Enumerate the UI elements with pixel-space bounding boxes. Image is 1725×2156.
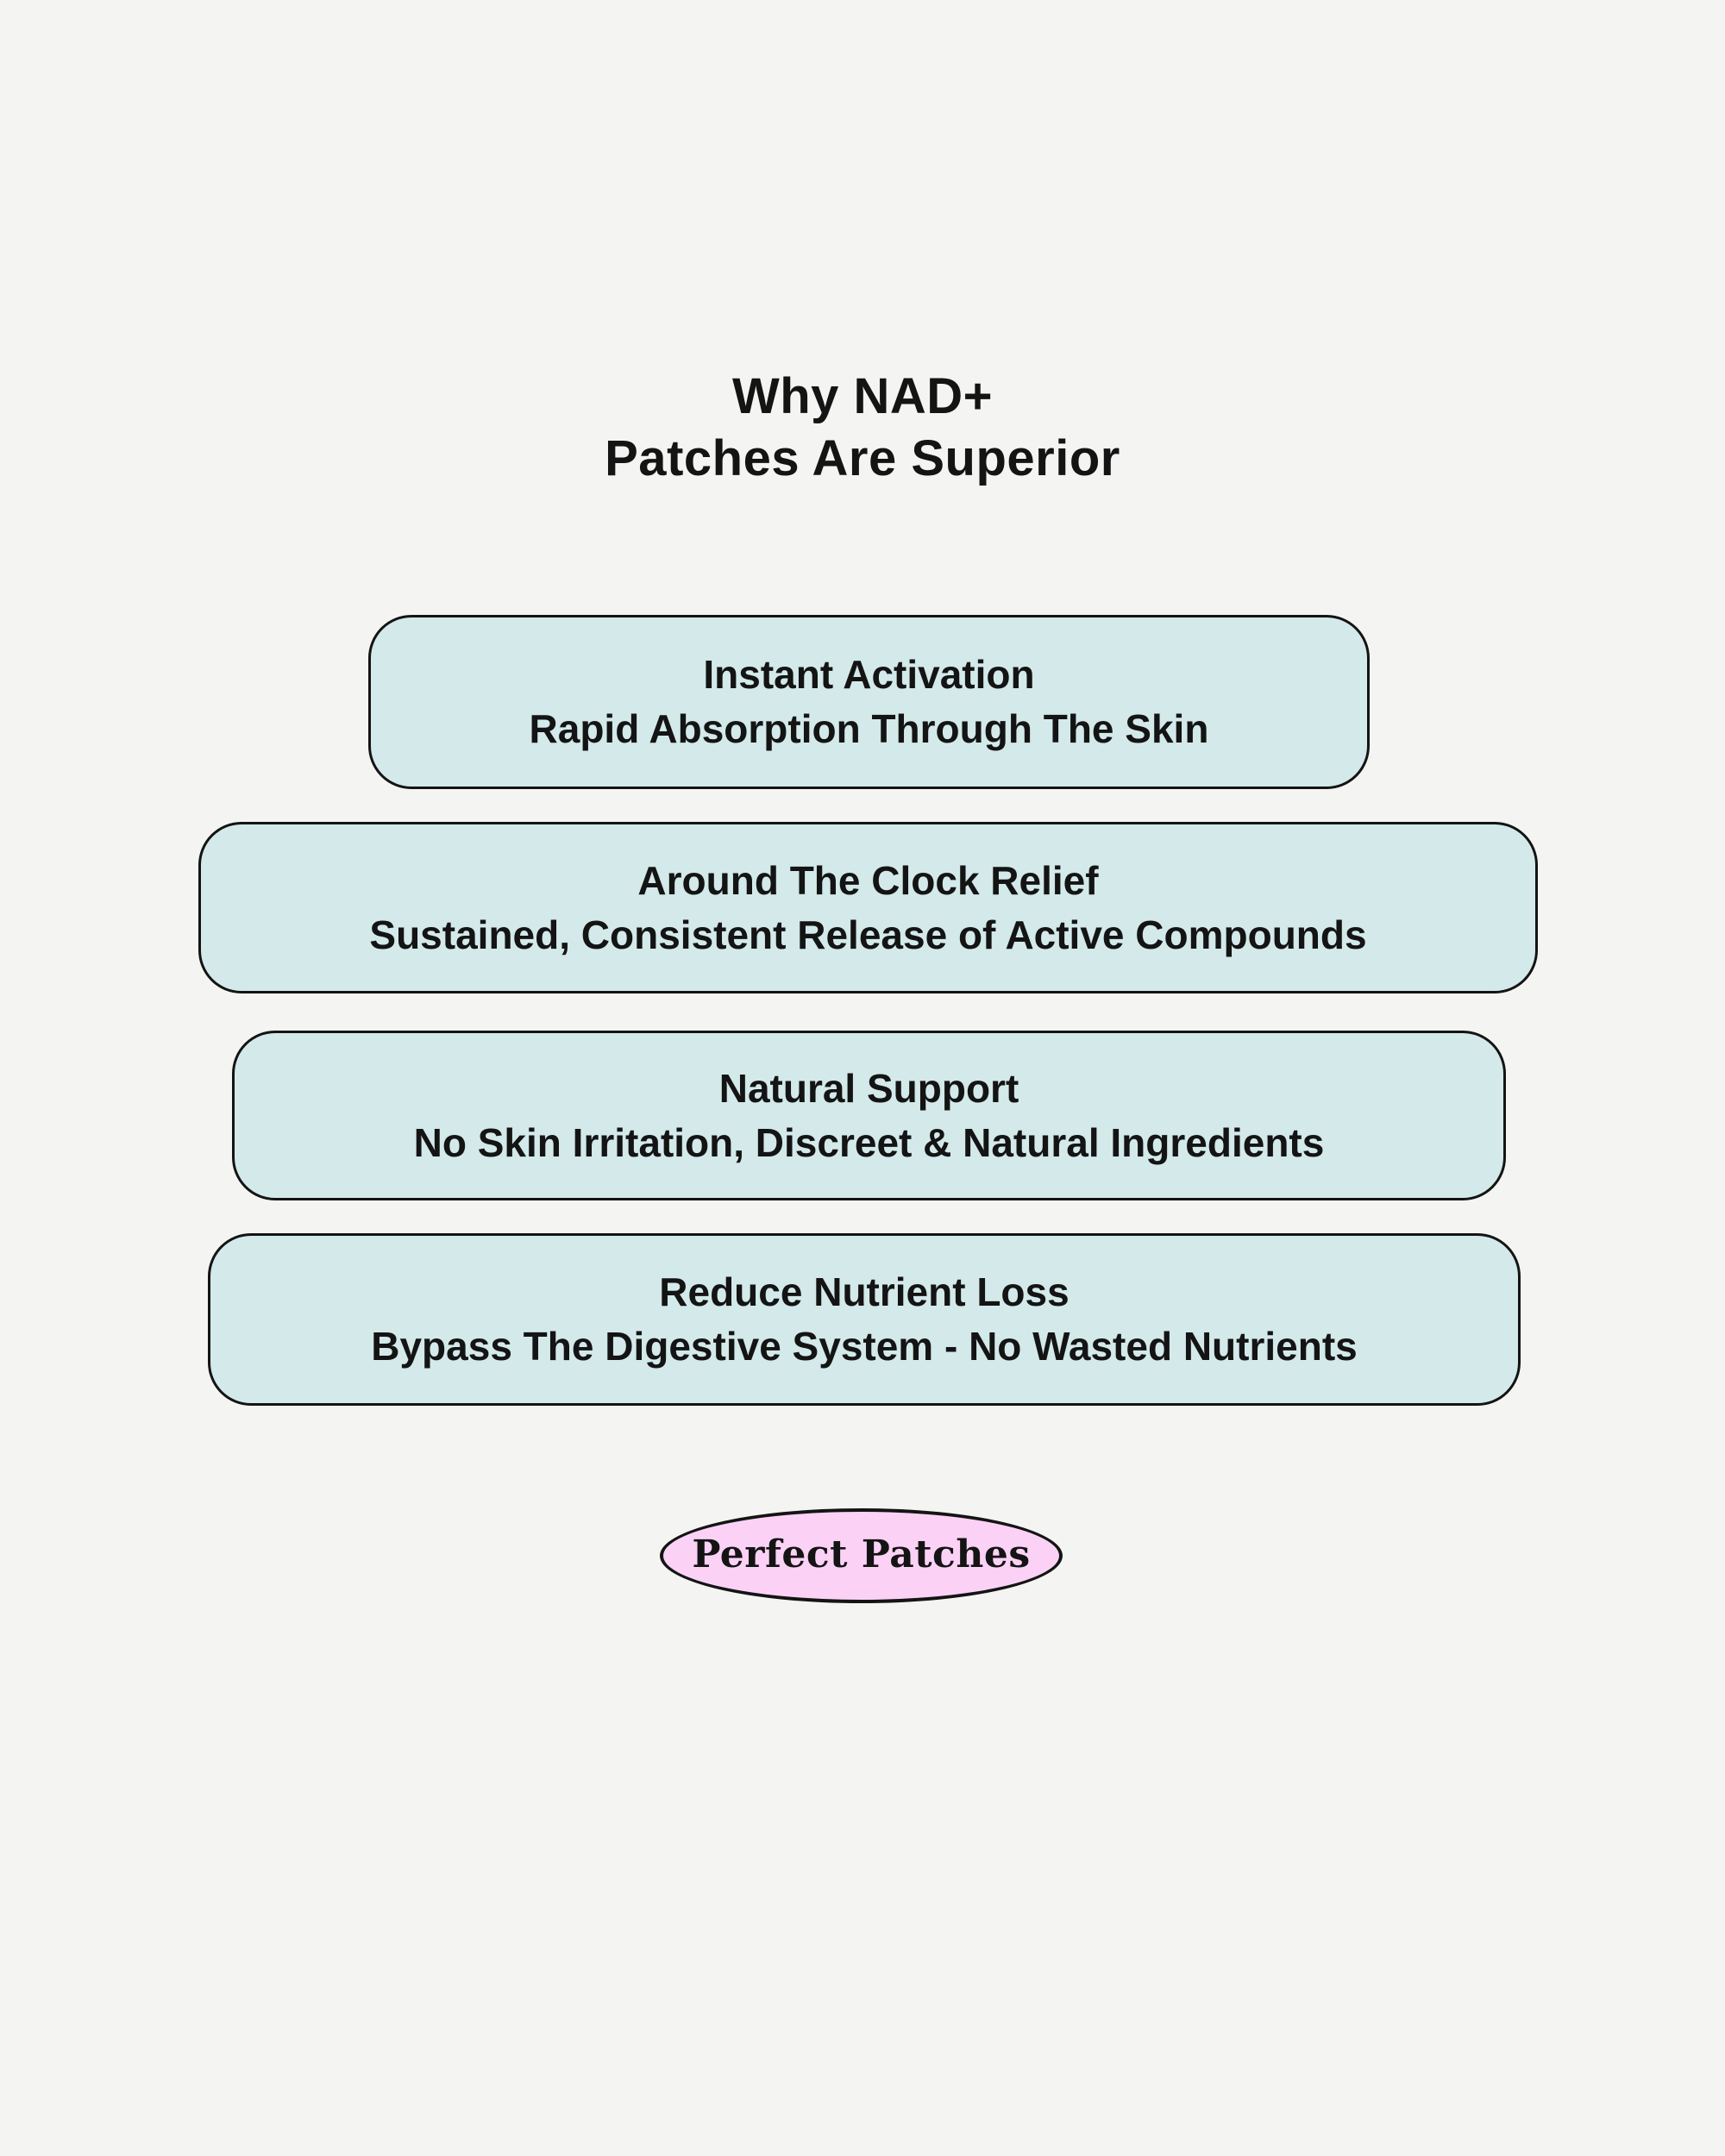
benefit-description: Rapid Absorption Through The Skin <box>529 706 1209 751</box>
page-title: Why NAD+ Patches Are Superior <box>0 366 1725 490</box>
benefit-card-natural-support: Natural Support No Skin Irritation, Disc… <box>232 1031 1506 1200</box>
benefit-heading: Instant Activation <box>703 652 1035 697</box>
benefit-description: No Skin Irritation, Discreet & Natural I… <box>413 1119 1325 1165</box>
benefit-heading: Reduce Nutrient Loss <box>659 1269 1070 1314</box>
page-title-line-2: Patches Are Superior <box>605 430 1120 486</box>
benefit-heading: Natural Support <box>718 1065 1019 1111</box>
page-title-line-1: Why NAD+ <box>731 368 994 424</box>
benefit-card-instant-activation: Instant Activation Rapid Absorption Thro… <box>368 615 1370 789</box>
benefit-card-around-the-clock-relief: Around The Clock Relief Sustained, Consi… <box>198 822 1538 993</box>
brand-badge: Perfect Patches <box>660 1508 1063 1603</box>
benefit-heading: Around The Clock Relief <box>637 857 1099 903</box>
benefit-description: Bypass The Digestive System - No Wasted … <box>371 1324 1358 1369</box>
brand-name: Perfect Patches <box>692 1532 1031 1576</box>
benefit-description: Sustained, Consistent Release of Active … <box>369 912 1367 957</box>
benefit-card-reduce-nutrient-loss: Reduce Nutrient Loss Bypass The Digestiv… <box>208 1233 1521 1406</box>
